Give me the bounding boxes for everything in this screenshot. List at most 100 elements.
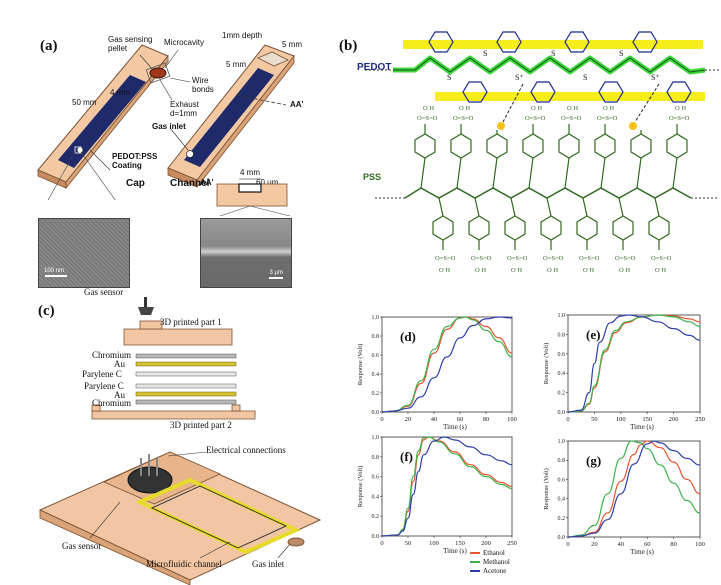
chart-e-xlabel: Time (s) [630, 423, 654, 431]
layer-parylene-2 [135, 383, 237, 389]
label-au-2: Au [114, 390, 125, 400]
gas-inlet-port [287, 537, 305, 547]
device-front [39, 509, 191, 585]
svg-text:O=S=O: O=S=O [507, 255, 528, 262]
svg-text:O H: O H [675, 105, 686, 112]
device-illustration [37, 44, 295, 200]
label-microfluidic: Microfluidic channel [146, 559, 222, 569]
scale-label-left: 100 nm [44, 268, 65, 274]
chart-g-series-acetone [567, 440, 701, 538]
highlight-band-top [403, 40, 703, 49]
chart-f-panel-label: (f) [400, 449, 413, 464]
exploded-stack [91, 297, 256, 420]
sem-image-surface: 100 nm [38, 218, 130, 288]
chart-f-ylabel: Response (Volt) [357, 466, 364, 508]
chart-g-ylabel: Response (Volt) [543, 468, 550, 510]
sem-image-crosssection: 3 μm [200, 218, 292, 288]
assembled-device [38, 451, 322, 585]
label-exhaust: Exhaust d=1mm [170, 100, 199, 118]
chart-g-ytick-label: 0.4 [558, 497, 566, 503]
svg-text:S: S [551, 49, 555, 58]
svg-text:O H: O H [531, 105, 542, 112]
scale-bar-left [45, 275, 67, 277]
ring-top-3 [564, 31, 590, 53]
svg-text:O=S=O: O=S=O [417, 115, 438, 122]
chart-g-xtick-label: 0 [566, 541, 569, 548]
chart-g-xtick-label: 40 [618, 541, 625, 548]
channel-inlet-hole [186, 150, 194, 158]
svg-text:O=S=O: O=S=O [669, 115, 690, 122]
chart-d-xtick-label: 0 [380, 416, 383, 423]
chart-e-xtick-label: 200 [669, 416, 679, 423]
legend-item-acetone: Acetone [470, 566, 510, 575]
chart-e-ytick-label: 0.8 [558, 332, 566, 338]
legend-label-ethanol: Ethanol [483, 548, 505, 557]
svg-text:S: S [583, 73, 587, 82]
chart-d-series-acetone [381, 316, 513, 413]
ring-bot-4 [666, 81, 692, 103]
label-fifty-mm: 50 mm [72, 98, 97, 107]
channel-recess [257, 51, 289, 67]
svg-text:S⁺: S⁺ [515, 73, 524, 82]
svg-text:O H: O H [439, 267, 450, 274]
pedot-backbone-inner [393, 57, 706, 73]
svg-text:O=S=O: O=S=O [453, 115, 474, 122]
svg-text:O H: O H [619, 267, 630, 274]
layer-chromium-1 [135, 353, 237, 359]
chart-d-series-methanol [381, 316, 513, 413]
chart-d-ytick-label: 0.0 [372, 410, 380, 416]
svg-text:O H: O H [459, 105, 470, 112]
legend-item-ethanol: Ethanol [470, 548, 510, 557]
label-aa-prime-1: AA' [290, 100, 304, 109]
highlight-band-bottom [435, 92, 705, 101]
chart-d-ylabel: Response (Volt) [357, 344, 364, 386]
chart-g-ytick-label: 0.6 [558, 477, 566, 483]
label-five-mm-top: 5 mm [282, 40, 302, 49]
chart-f-series-acetone [381, 436, 513, 537]
chart-f-xtick-label: 200 [481, 540, 491, 547]
layer-parylene-1 [135, 371, 237, 377]
svg-text:O H: O H [547, 267, 558, 274]
label-part-2: 3D printed part 2 [170, 420, 232, 430]
cap-front-face [37, 169, 67, 189]
legend-item-methanol: Methanol [470, 557, 510, 566]
ionic-bond-2 [634, 83, 660, 123]
leader-microcavity [164, 49, 179, 69]
label-cap: Cap [126, 178, 145, 189]
chart-e-frame [567, 314, 701, 413]
chart-g-ytick-label: 0.8 [558, 458, 566, 464]
chart-d-xlabel: Time (s) [443, 423, 467, 431]
svg-text:O=S=O: O=S=O [561, 115, 582, 122]
cap-zoom-square [74, 146, 82, 154]
printed-part-2 [91, 410, 256, 420]
legend-label-methanol: Methanol [483, 557, 510, 566]
panel-c: (c) Gas sensor 3D printed part 1 Chromiu… [0, 287, 345, 585]
chart-f-series-methanol [381, 436, 513, 537]
label-au-1: Au [114, 359, 125, 369]
label-gas-inlet: Gas inlet [152, 122, 186, 131]
svg-text:S: S [619, 49, 623, 58]
ring-bot-1 [462, 81, 488, 103]
svg-text:O H: O H [603, 105, 614, 112]
label-depth: 1mm depth [222, 31, 263, 40]
label-part-1: 3D printed part 1 [160, 317, 222, 327]
label-microcavity: Microcavity [164, 38, 205, 47]
pedot-label: PEDOT [357, 62, 392, 73]
sensing-pellet [149, 67, 167, 79]
label-five-mm-side: 5 mm [226, 60, 246, 69]
microcavity-square [145, 62, 171, 84]
chart-f-xtick-label: 0 [380, 540, 383, 547]
chart-e-panel-label: (e) [586, 327, 600, 342]
chart-d-xtick-label: 60 [457, 416, 464, 423]
chart-f-ytick-label: 0.2 [372, 514, 380, 520]
chart-e-series-methanol [567, 314, 701, 413]
cross-section [216, 178, 291, 216]
layer-au-1 [135, 361, 237, 367]
label-wire-bonds: Wire bonds [192, 76, 214, 94]
chart-f-xtick-label: 50 [405, 540, 412, 547]
panel-a: (a) Gas sensing pellet Microcavity 1mm d… [0, 0, 330, 295]
leader-pellet [139, 54, 154, 71]
chart-e-ylabel: Response (Volt) [543, 343, 550, 385]
chart-e-ytick-label: 0.0 [558, 410, 566, 416]
